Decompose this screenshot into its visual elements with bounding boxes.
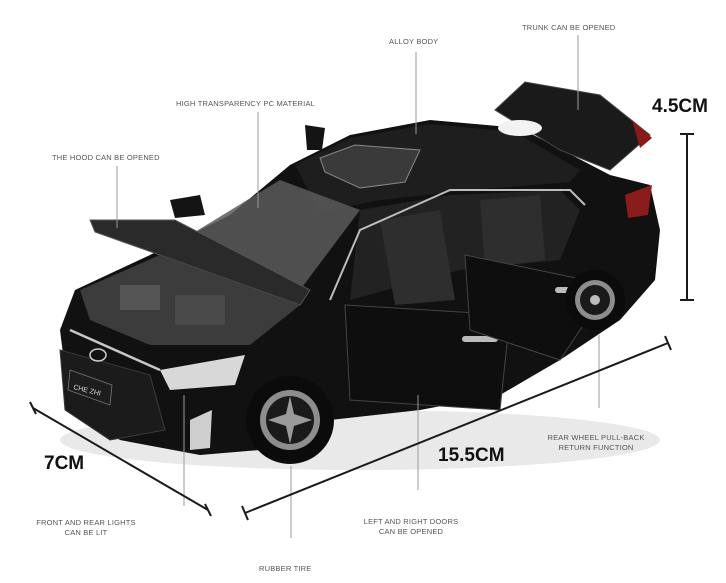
rear-wheel-label-line1: REAR WHEEL PULL-BACK: [547, 433, 645, 442]
sunroof: [319, 144, 421, 189]
brand-logo: [89, 348, 107, 362]
engine-part: [120, 285, 160, 310]
tire-label: RUBBER TIRE: [259, 564, 312, 573]
doors-label-line2: CAN BE OPENED: [378, 527, 444, 536]
length-dimension: 15.5CM: [438, 445, 505, 466]
rear-wheel: [565, 270, 625, 330]
callout-lines: [116, 35, 600, 538]
open-trunk: [494, 81, 651, 171]
dimension-lines: [29, 133, 694, 521]
trunk-label: TRUNK CAN BE OPENED: [522, 23, 616, 32]
chrome-strip: [69, 328, 161, 372]
hood-label: THE HOOD CAN BE OPENED: [52, 153, 160, 162]
side-mirror: [170, 195, 205, 218]
side-mirror: [305, 125, 325, 150]
width-dimension: 7CM: [44, 453, 85, 474]
width-dim-line: [32, 407, 209, 511]
length-dim-line: [244, 342, 669, 514]
tail-light: [625, 185, 652, 218]
doors-label: LEFT AND RIGHT DOORS CAN BE OPENED: [355, 517, 467, 537]
height-dimension: 4.5CM: [652, 96, 708, 117]
window-trim: [329, 189, 586, 301]
trunk-reflector: [632, 120, 652, 148]
lights-label-line1: FRONT AND REAR LIGHTS: [36, 518, 136, 527]
license-plate: CHE ZHI: [67, 369, 113, 406]
rear-wheel-label: REAR WHEEL PULL-BACK RETURN FUNCTION: [540, 433, 652, 453]
doors-label-line1: LEFT AND RIGHT DOORS: [363, 517, 459, 526]
front-seat: [380, 210, 455, 305]
rear-wheel-label-line2: RETURN FUNCTION: [558, 443, 634, 452]
grille: [59, 349, 166, 441]
engine-part: [175, 295, 225, 325]
pc-material-label: HIGH TRANSPARENCY PC MATERIAL: [176, 99, 316, 108]
lights-label-line2: CAN BE LIT: [64, 528, 108, 537]
door-handle: [462, 336, 498, 342]
windshield: [190, 180, 360, 290]
headlight: [160, 355, 245, 390]
rear-seat: [480, 195, 545, 268]
front-wheel: [246, 376, 334, 464]
lights-label: FRONT AND REAR LIGHTS CAN BE LIT: [28, 518, 144, 538]
alloy-body-label: ALLOY BODY: [389, 37, 439, 46]
trunk-light: [498, 120, 542, 136]
fog-light: [190, 410, 212, 450]
